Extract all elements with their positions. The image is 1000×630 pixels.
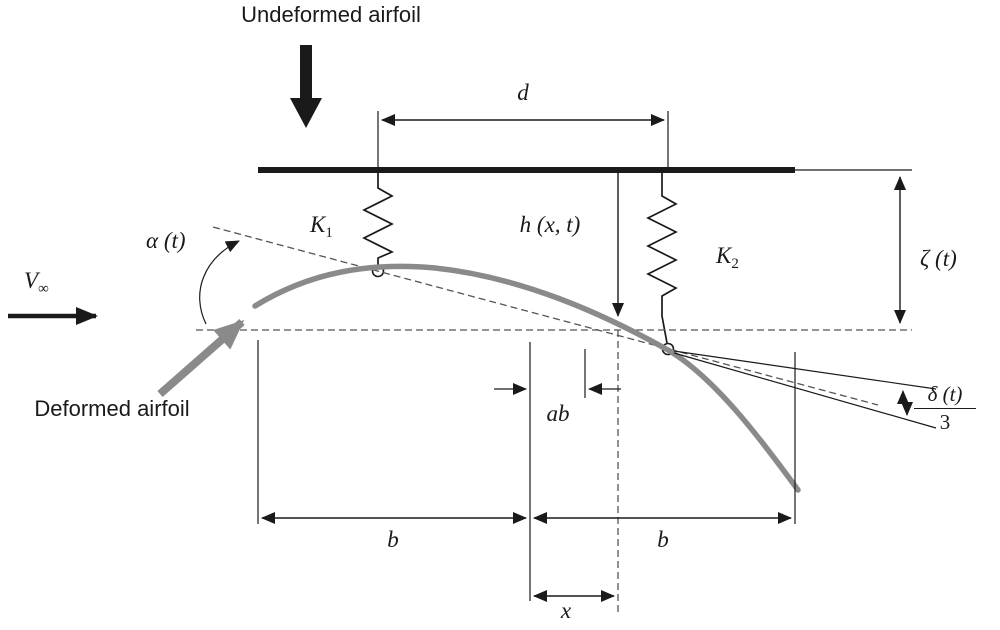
spring-k2 [646, 173, 678, 344]
alpha-label: α (t) [146, 228, 186, 253]
velocity-subscript: ∞ [38, 281, 49, 297]
undeformed-pointer-arrow [290, 45, 322, 128]
b-left-label: b [387, 527, 399, 552]
deformed-airfoil-curve [252, 263, 801, 493]
deformed-airfoil-label: Deformed airfoil [34, 396, 190, 421]
undeformed-airfoil-label: Undeformed airfoil [241, 2, 421, 27]
delta-numerator: δ (t) [914, 382, 976, 410]
k2-subscript: 2 [731, 256, 739, 272]
delta-fraction-label: δ (t) 3 [914, 382, 976, 435]
alpha-angle-arc [199, 240, 240, 325]
velocity-symbol: V [24, 268, 39, 293]
h-label: h (x, t) [519, 212, 581, 237]
deformed-pointer-arrow [157, 318, 245, 398]
k1-symbol: K [310, 212, 326, 237]
velocity-label: V∞ [24, 268, 49, 298]
ab-label: ab [546, 401, 570, 426]
k2-symbol: K [716, 243, 732, 268]
delta-upper-line [673, 350, 937, 390]
delta-lower-line [673, 352, 937, 429]
x-label: x [560, 598, 572, 623]
spring-k1 [362, 173, 395, 266]
delta-denominator: 3 [939, 410, 951, 435]
k1-label: K1 [310, 212, 333, 242]
b-right-label: b [657, 527, 669, 552]
d-label: d [517, 80, 529, 105]
deformed-chord-dashed-line [212, 226, 879, 406]
k2-label: K2 [716, 243, 739, 273]
k1-subscript: 1 [325, 225, 333, 241]
zeta-label: ζ (t) [920, 246, 957, 271]
